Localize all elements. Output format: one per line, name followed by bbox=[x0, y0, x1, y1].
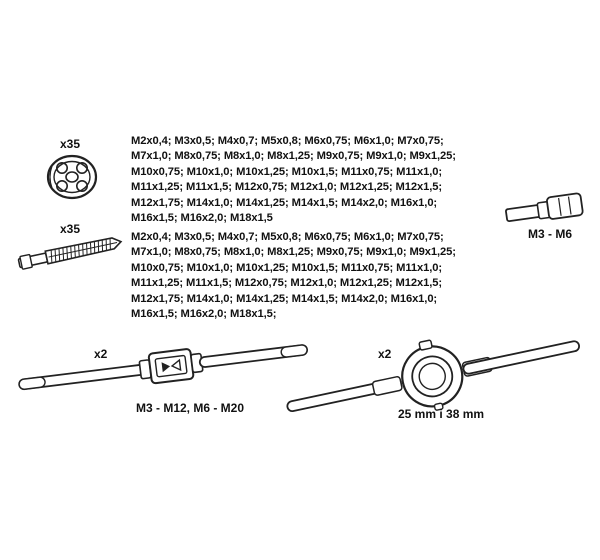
tap-wrench-icon bbox=[18, 344, 308, 391]
tap-quantity: x35 bbox=[60, 222, 81, 236]
tap-size-line: M16x1,5; M16x2,0; M18x1,5; bbox=[131, 308, 277, 321]
tap-size-line: M7x1,0; M8x0,75; M8x1,0; M8x1,25; M9x0,7… bbox=[131, 246, 456, 259]
die-size-line: M10x0,75; M10x1,0; M10x1,25; M10x1,5; M1… bbox=[131, 165, 442, 178]
die-size-line: M11x1,25; M11x1,5; M12x0,75; M12x1,0; M1… bbox=[131, 181, 442, 194]
tap-size-list: M2x0,4; M3x0,5; M4x0,7; M5x0,8; M6x0,75;… bbox=[131, 230, 511, 322]
die-stock-quantity: x2 bbox=[378, 347, 392, 361]
adapter-caption: M3 - M6 bbox=[528, 227, 573, 241]
die-stock-caption: 25 mm i 38 mm bbox=[398, 407, 485, 421]
tap-adapter-icon bbox=[505, 192, 584, 223]
die-quantity: x35 bbox=[60, 137, 81, 151]
tap-wrench-caption: M3 - M12, M6 - M20 bbox=[136, 401, 245, 415]
die-size-line: M7x1,0; M8x0,75; M8x1,0; M8x1,25; M9x0,7… bbox=[131, 150, 456, 163]
tap-wrench-quantity: x2 bbox=[94, 347, 108, 361]
die-size-line: M12x1,75; M14x1,0; M14x1,25; M14x1,5; M1… bbox=[131, 196, 438, 209]
threading-tap-icon bbox=[17, 237, 123, 270]
die-size-line: M2x0,4; M3x0,5; M4x0,7; M5x0,8; M6x0,75;… bbox=[131, 135, 444, 147]
tap-size-line: M10x0,75; M10x1,0; M10x1,25; M10x1,5; M1… bbox=[131, 261, 442, 274]
tap-size-line: M12x1,75; M14x1,0; M14x1,25; M14x1,5; M1… bbox=[131, 292, 438, 305]
tap-size-line: M11x1,25; M11x1,5; M12x0,75; M12x1,0; M1… bbox=[131, 277, 442, 290]
die-stock-icon bbox=[286, 339, 580, 413]
tap-size-line: M2x0,4; M3x0,5; M4x0,7; M5x0,8; M6x0,75;… bbox=[131, 231, 444, 243]
threading-die-icon bbox=[46, 154, 98, 200]
die-size-line: M16x1,5; M16x2,0; M18x1,5 bbox=[131, 212, 273, 225]
die-size-list: M2x0,4; M3x0,5; M4x0,7; M5x0,8; M6x0,75;… bbox=[131, 134, 511, 226]
